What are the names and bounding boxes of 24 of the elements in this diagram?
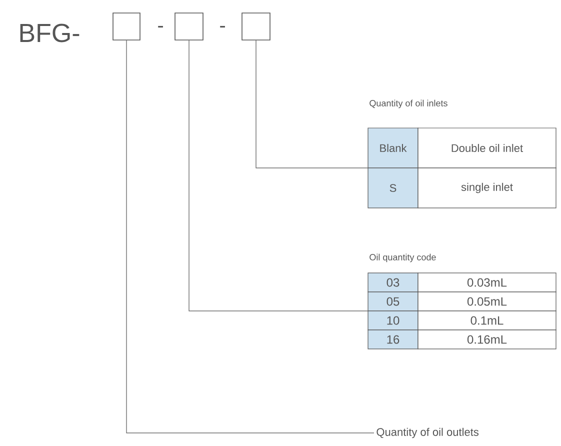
code-box <box>174 12 204 40</box>
model-code-text: BFG- <box>20 24 80 42</box>
table-cell: S <box>368 168 418 208</box>
model-code-text: - <box>220 26 225 28</box>
table-cell: 05 <box>368 292 418 312</box>
table-cell: Double oil inlet <box>418 128 556 168</box>
table-cell: 0.05mL <box>418 292 556 312</box>
table-cell: 0.03mL <box>418 272 556 292</box>
table-cell: 16 <box>368 330 418 350</box>
model-code-text: - <box>158 26 163 28</box>
leader-line <box>126 40 374 434</box>
table-cell: Blank <box>368 128 418 168</box>
leader-text: Quantity of oil outlets <box>376 428 478 438</box>
table-heading: Oil quantity code <box>370 254 436 262</box>
table-cell: 10 <box>368 310 418 330</box>
table-cell: 0.1mL <box>418 310 556 330</box>
leader-line <box>256 40 368 168</box>
table-heading: Quantity of oil inlets <box>370 100 448 108</box>
code-box <box>242 12 270 40</box>
code-box <box>112 12 140 40</box>
table-cell: 03 <box>368 272 418 292</box>
table-cell: single inlet <box>418 168 556 208</box>
leader-line <box>188 40 368 312</box>
table-cell: 0.16mL <box>418 330 556 350</box>
